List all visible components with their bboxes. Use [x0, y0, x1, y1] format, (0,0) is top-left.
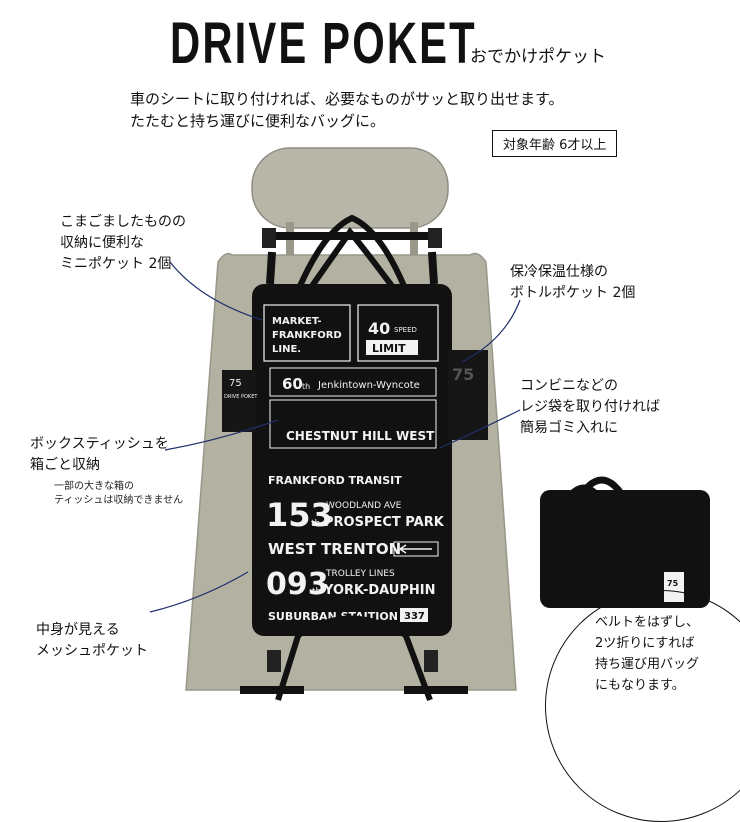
- callout-tissue-box: ボックスティッシュを 箱ごと収納: [30, 434, 169, 476]
- product-illustration: 75 DRIVE POKET 75 MARKET- FRANKFORD LINE…: [149, 147, 710, 702]
- callout-tissue-note: 一部の大きな箱の ティッシュは収納できません: [54, 480, 183, 508]
- callout-tissue-box-line-2: 箱ごと収納: [30, 457, 100, 473]
- callout-tissue-note-line-2: ティッシュは収納できません: [54, 495, 184, 506]
- callout-bag-mode-line-2: 2ツ折りにすれば: [595, 636, 695, 651]
- callout-mini-pocket: こまごましたものの 収納に便利な ミニポケット 2個: [60, 212, 186, 275]
- bottom-loop: [296, 615, 408, 639]
- bottom-belt-left: [240, 686, 304, 694]
- number-153-suffix: th: [311, 519, 320, 529]
- callout-mini-pocket-line-1: こまごましたものの: [60, 214, 186, 230]
- callout-bag-mode-line-3: 持ち運び用バッグ: [595, 657, 700, 672]
- tagline-line-2: たたむと持ち運びに便利なバッグに。: [130, 112, 386, 130]
- bag-tag-75: 75: [667, 579, 679, 588]
- market-box: [263, 304, 351, 362]
- callout-tissue-box-line-1: ボックスティッシュを: [30, 436, 169, 452]
- arrow-plate: [393, 541, 439, 557]
- speed-word: SPEED: [394, 326, 417, 334]
- side-strap-left: [266, 251, 276, 285]
- leader-mini-pocket: [169, 261, 263, 321]
- callout-bottle-pocket-line-1: 保冷保温仕様の: [510, 264, 608, 280]
- callout-bottle-pocket-line-2: ボトルポケット 2個: [510, 285, 636, 301]
- callout-mesh-pocket-line-1: 中身が見える: [36, 622, 120, 638]
- west-trenton-text: WEST TRENTON: [268, 540, 401, 558]
- folded-bag: [540, 490, 710, 608]
- side-tag-drive-label: DRIVE POKET: [224, 394, 258, 400]
- side-strap-right: [428, 251, 438, 285]
- mini-pocket-left: [222, 370, 256, 432]
- speed-box: [357, 304, 439, 362]
- callout-bottle-pocket: 保冷保温仕様の ボトルポケット 2個: [510, 262, 635, 304]
- chestnut-text: CHESTNUT HILL WEST: [286, 429, 435, 443]
- callout-mesh-pocket: 中身が見える メッシュポケット: [36, 620, 148, 662]
- headrest-post-left: [286, 222, 294, 262]
- prospect-text: PROSPECT PARK: [324, 515, 445, 530]
- route60-number: 60: [282, 375, 303, 393]
- leader-bottle-pocket: [461, 299, 521, 363]
- route60-box: [269, 367, 437, 397]
- strap-buckle-right: [428, 228, 442, 248]
- leader-tissue-box: [164, 419, 279, 451]
- bottom-buckle-right: [424, 650, 438, 672]
- callout-tissue-note-line-1: 一部の大きな箱の: [54, 481, 134, 492]
- handle-back: [297, 214, 407, 288]
- callout-mini-pocket-line-2: 収納に便利な: [60, 235, 144, 251]
- callout-bag-mode-line-1: ベルトをはずし、: [595, 615, 700, 630]
- bottom-buckle-left: [267, 650, 281, 672]
- leader-mesh-pocket: [149, 571, 249, 613]
- limit-plate: [366, 340, 418, 355]
- arrow-left-icon: [399, 544, 432, 554]
- woodland-text: WOODLAND AVE: [326, 501, 402, 511]
- leader-trash-bag: [439, 409, 521, 449]
- number-153: 153: [266, 496, 333, 534]
- callout-trash-bag-line-1: コンビニなどの: [520, 378, 618, 394]
- callout-trash-bag-line-3: 簡易ゴミ入れに: [520, 420, 618, 436]
- route60-suffix: th: [302, 382, 310, 391]
- number-093-suffix: th: [312, 587, 321, 597]
- callout-mini-pocket-line-3: ミニポケット 2個: [60, 256, 172, 272]
- callout-mesh-pocket-line-2: メッシュポケット: [36, 643, 148, 659]
- handle-front: [309, 227, 395, 288]
- bottom-belt-right: [404, 686, 468, 694]
- market-line-1: MARKET-: [272, 316, 321, 327]
- sub-num-text: 337: [404, 611, 425, 622]
- side-pocket-75-label: 75: [452, 365, 474, 384]
- product-subtitle: おでかけポケット: [470, 47, 606, 67]
- york-text: YORK-DAUPHIN: [323, 583, 435, 598]
- callout-trash-bag-line-2: レジ袋を取り付ければ: [520, 399, 660, 415]
- speed-number: 40: [368, 319, 390, 338]
- tagline-line-1: 車のシートに取り付ければ、必要なものがサッと取り出せます。: [130, 90, 564, 108]
- headrest-post-right: [410, 222, 418, 262]
- age-badge: 対象年齢 6才以上: [492, 130, 618, 157]
- market-line-2: FRANKFORD: [272, 330, 342, 341]
- number-093: 093: [266, 567, 329, 602]
- route60-dest: Jenkintown-Wyncote: [317, 380, 420, 391]
- trolley-text: TROLLEY LINES: [325, 569, 395, 579]
- strap-buckle-left: [262, 228, 276, 248]
- market-line-3: LINE.: [272, 344, 301, 355]
- callout-bag-mode-line-4: にもなります。: [595, 678, 685, 693]
- product-title: DRIVE POKET: [170, 11, 477, 76]
- chestnut-box: [269, 399, 437, 449]
- callout-trash-bag: コンビニなどの レジ袋を取り付ければ 簡易ゴミ入れに: [520, 376, 660, 439]
- sub-num-plate: [400, 608, 428, 622]
- side-tag-75-label: 75: [229, 378, 242, 389]
- callout-bag-mode: ベルトをはずし、 2ツ折りにすれば 持ち運び用バッグ にもなります。: [595, 612, 699, 696]
- bottle-pocket-right: [448, 350, 488, 440]
- limit-word: LIMIT: [372, 342, 406, 355]
- frankford-transit: FRANKFORD TRANSIT: [268, 474, 402, 487]
